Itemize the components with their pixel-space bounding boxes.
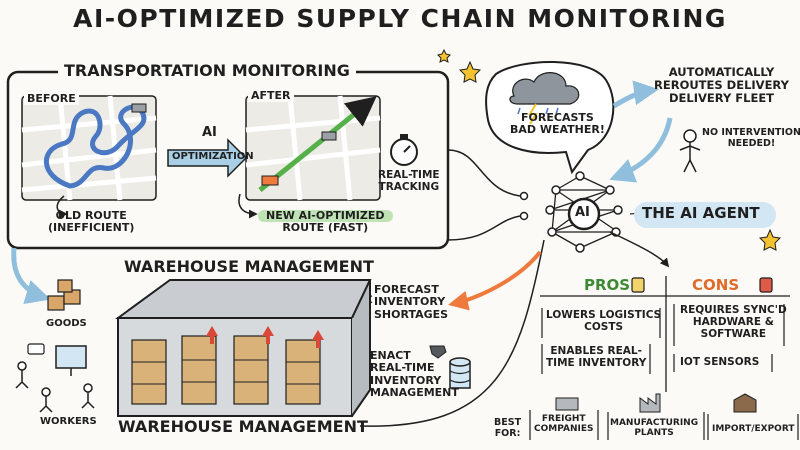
delivery-truck-icon: [131, 103, 147, 113]
stopwatch-icon: [390, 134, 418, 166]
delivery-truck-icon: [321, 131, 337, 141]
ai-agent-label: THE AI AGENT: [642, 204, 760, 222]
warehouse-icon: [733, 393, 757, 413]
optimization-arrow: [167, 138, 248, 178]
shelf-row: [131, 335, 321, 405]
ai-core: [567, 197, 601, 231]
ai-core-label: AI: [575, 205, 590, 220]
before-map: [21, 95, 157, 201]
pros-item-2: ENABLES REAL-TIME INVENTORY: [546, 345, 647, 369]
after-map: [245, 95, 381, 201]
warehouse-banner-bottom: WAREHOUSE MANAGEMENT: [118, 417, 368, 436]
before-label: BEFORE: [24, 92, 79, 106]
best-for-item-3: IMPORT/EXPORT: [712, 424, 795, 434]
box-icon: [47, 279, 81, 311]
old-route-label: OLD ROUTE(INEFFICIENT): [48, 209, 135, 235]
delivery-truck-icon: [555, 397, 579, 411]
stick-figure-icon: [679, 129, 701, 173]
star-icon: [437, 48, 782, 251]
database-icon: [449, 357, 471, 389]
pros-heading: PROS: [584, 276, 631, 294]
computer-monitor-icon: [55, 345, 87, 376]
old-route-line: [43, 104, 147, 189]
delivery-truck-icon: [261, 175, 279, 186]
after-label: AFTER: [248, 89, 294, 103]
cons-heading: CONS: [692, 276, 740, 294]
thumbs-up-icon: [631, 277, 645, 293]
factory-icon: [639, 393, 661, 413]
new-route-line: [258, 96, 377, 192]
thumbs-down-icon: [759, 277, 773, 293]
ai-label: AI: [202, 125, 217, 140]
goods-label: GOODS: [46, 318, 87, 329]
optimization-label: OPTIMIZATION: [172, 151, 254, 162]
barcode-scanner-icon: [429, 345, 447, 359]
workers-label: WORKERS: [40, 416, 97, 427]
warehouse-banner-top: WAREHOUSE MANAGEMENT: [120, 258, 378, 276]
warehouse-building: [114, 279, 372, 417]
storm-cloud-icon: [509, 72, 580, 125]
page-title: AI-OPTIMIZED SUPPLY CHAIN MONITORING: [73, 4, 727, 33]
ai-network: [545, 171, 623, 253]
stick-figure-icon: [15, 361, 95, 413]
ai-agent-label-bg: [634, 202, 776, 228]
cons-item-2: IOT SENSORS: [680, 356, 760, 368]
transport-heading: TRANSPORTATION MONITORING: [58, 62, 356, 80]
weather-bubble: [485, 61, 615, 175]
